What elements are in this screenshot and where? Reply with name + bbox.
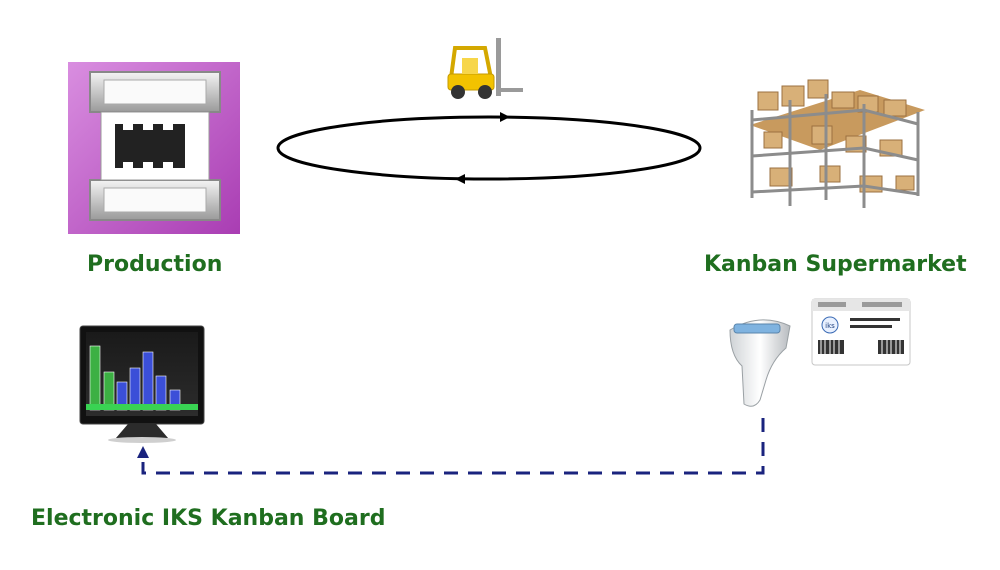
warehouse-shelves-icon [750, 79, 925, 208]
arrow-right-icon [500, 112, 510, 122]
card-logo-text: iks [825, 322, 835, 330]
cycle-loop [276, 112, 702, 184]
forklift-icon [447, 38, 523, 99]
arrow-up-icon [137, 446, 149, 458]
scan-signal-connector [137, 418, 765, 475]
production-press-icon [68, 62, 240, 234]
barcode-scanner-icon [729, 319, 791, 407]
monitor-icon [79, 325, 205, 443]
board-bars [89, 345, 181, 411]
kanban-supermarket-label: Kanban Supermarket [704, 252, 967, 277]
production-label: Production [87, 252, 223, 277]
arrow-left-icon [455, 174, 465, 184]
electronic-kanban-board-label: Electronic IKS Kanban Board [31, 506, 386, 531]
kanban-card-icon: iks [811, 298, 911, 366]
